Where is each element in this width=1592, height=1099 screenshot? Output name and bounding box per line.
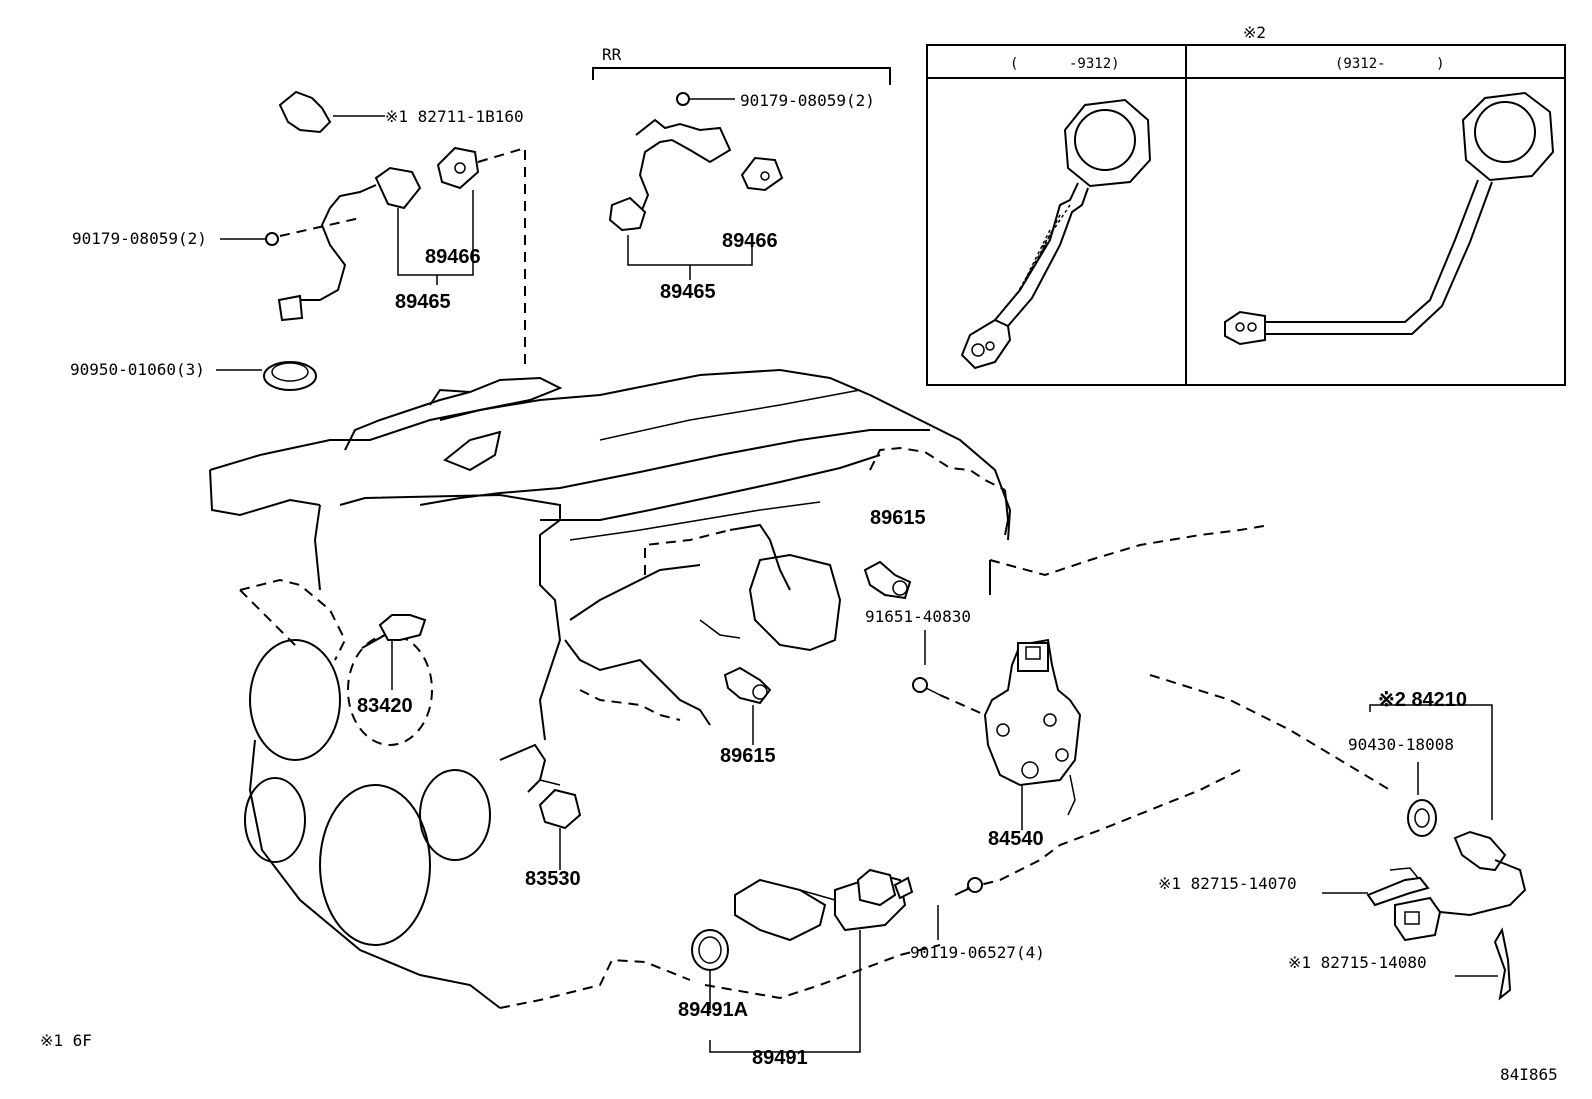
footnote: ※1 6F [40, 1031, 92, 1050]
label-91651-40830: 91651-40830 [865, 607, 971, 626]
inset-box [926, 44, 1566, 386]
pulley-top [249, 639, 341, 761]
label-89466-rear: 89466 [722, 230, 778, 252]
label-89615-lower: 89615 [720, 745, 776, 767]
crank-pulley [319, 784, 431, 946]
label-90950-01060: 90950-01060(3) [70, 360, 205, 379]
figure-id: 84I865 [1500, 1065, 1558, 1084]
label-89491A: 89491A [678, 999, 748, 1021]
clamp-82715-14070 [1322, 867, 1430, 907]
label-inset-mark: ※2 [1243, 23, 1266, 42]
label-82715-14080: ※1 82715-14080 [1288, 953, 1427, 972]
label-90430-18008: 90430-18008 [1348, 735, 1454, 754]
engine-outline [209, 368, 1391, 1009]
label-90179-08059-rear: 90179-08059(2) [740, 91, 875, 110]
label-89465-rear: 89465 [660, 281, 716, 303]
sensor-83420 [361, 614, 427, 690]
knock-sensor-old [960, 98, 1152, 370]
label-84540: 84540 [988, 828, 1044, 850]
label-82715-14070: ※1 82715-14070 [1158, 874, 1297, 893]
clamp-82715-14080 [1455, 927, 1512, 1001]
pulley-left [244, 777, 306, 863]
label-90119-06527: 90119-06527(4) [910, 943, 1045, 962]
inset-frame [926, 44, 1566, 386]
bolt-90119 [937, 877, 983, 940]
label-82711-1B160: ※1 82711-1B160 [385, 107, 524, 126]
label-90179-08059-front: 90179-08059(2) [72, 229, 207, 248]
label-inset-right: (9312- ) [1335, 56, 1445, 72]
label-inset-left: ( -9312) [1010, 56, 1120, 72]
label-84210: ※2 84210 [1378, 689, 1467, 711]
rr-bracket [592, 67, 891, 280]
label-83420: 83420 [357, 695, 413, 717]
label-rr: RR [602, 45, 622, 64]
oil-pressure-switch-84210 [1369, 700, 1527, 942]
bolt-91651 [912, 630, 986, 716]
sensor-83530 [538, 788, 582, 870]
bracket-89491 [691, 868, 914, 1062]
label-89615-upper: 89615 [870, 507, 926, 529]
sensor-89615-upper [863, 560, 912, 600]
o2-sensor-front-group [216, 90, 526, 391]
label-83530: 83530 [525, 868, 581, 890]
label-89491: 89491 [752, 1047, 808, 1069]
throttle-position-sensor-84540 [983, 638, 1082, 830]
knock-sensor-new [1224, 91, 1555, 346]
pulley-right [419, 769, 491, 861]
label-89466-front: 89466 [425, 246, 481, 268]
sensor-89615-lower [723, 666, 772, 745]
label-89465-front: 89465 [395, 291, 451, 313]
